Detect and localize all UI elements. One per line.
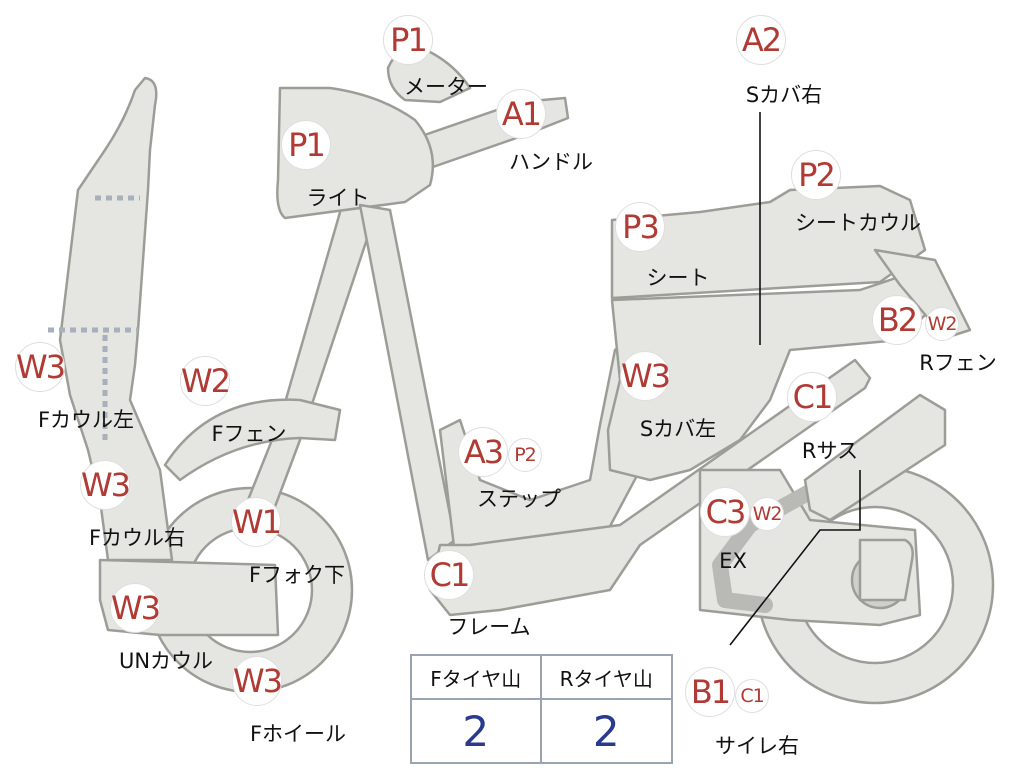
callout-label: フレーム <box>447 615 531 639</box>
callout-code: C3 <box>700 487 750 537</box>
callout-label: サイレ右 <box>715 734 799 758</box>
leader-サイレ右 <box>729 470 861 646</box>
callout-sub-code: W2 <box>925 307 959 341</box>
callout-label: EX <box>719 549 747 573</box>
callout-sub-code: P2 <box>508 438 542 472</box>
front-tire-header: Fタイヤ山 <box>412 656 542 700</box>
callout-code: A1 <box>496 89 546 139</box>
callout-label: シート <box>646 266 710 290</box>
frame-downtube-shape <box>358 203 457 562</box>
callout-code: C1 <box>787 372 837 422</box>
callout-code: A2 <box>736 15 786 65</box>
callout-label: Rフェン <box>919 351 997 375</box>
callout-code: A3 <box>458 427 508 477</box>
callout-code: W3 <box>15 342 66 392</box>
front-tire-value: 2 <box>412 700 542 762</box>
callout-label: Fカウル右 <box>88 526 186 550</box>
callout-code: P2 <box>791 150 841 200</box>
callout-code: C1 <box>424 550 474 600</box>
callout-label: Fフォク下 <box>248 563 346 587</box>
tire-tread-table: Fタイヤ山 Rタイヤ山 2 2 <box>410 654 673 764</box>
muffler-shape <box>858 538 914 602</box>
callout-code: W3 <box>110 583 161 633</box>
main-frame-shape <box>428 358 872 617</box>
callout-code: P3 <box>615 202 665 252</box>
callout-label: ハンドル <box>509 150 593 174</box>
rear-shock-shape <box>803 393 947 522</box>
callout-code: W3 <box>80 460 131 510</box>
rear-tire-value: 2 <box>592 706 620 756</box>
callout-label: Sカバ右 <box>745 83 823 107</box>
callout-sub-code: W2 <box>750 497 784 531</box>
callout-label: Rサス <box>801 439 859 463</box>
callout-code: P1 <box>383 15 433 65</box>
callout-code: B1 <box>685 667 735 717</box>
seat-shape <box>610 184 927 300</box>
callout-label: Fホイール <box>249 722 347 746</box>
front-fork-shape <box>238 193 382 522</box>
rear-tire-header: Rタイヤ山 <box>541 656 671 700</box>
callout-code: W3 <box>620 351 671 401</box>
callout-label: Sカバ左 <box>639 417 717 441</box>
callout-code: W3 <box>232 656 283 706</box>
callout-label: Fフェン <box>211 422 287 446</box>
callout-label: UNカウル <box>118 649 214 673</box>
callout-label: Fカウル左 <box>37 408 135 432</box>
callout-label: メーター <box>404 75 488 99</box>
callout-label: シートカウル <box>795 211 921 235</box>
callout-sub-code: C1 <box>735 679 769 713</box>
callout-code: B2 <box>872 295 922 345</box>
callout-label: ステップ <box>477 487 561 511</box>
callout-label: ライト <box>306 186 370 210</box>
callout-code: W2 <box>180 356 231 406</box>
headlight-shape <box>276 86 435 220</box>
callout-code: P1 <box>281 120 331 170</box>
front-fender-shape <box>163 398 342 482</box>
callout-code: W1 <box>231 497 282 547</box>
cowl-seam-middle <box>48 327 138 440</box>
